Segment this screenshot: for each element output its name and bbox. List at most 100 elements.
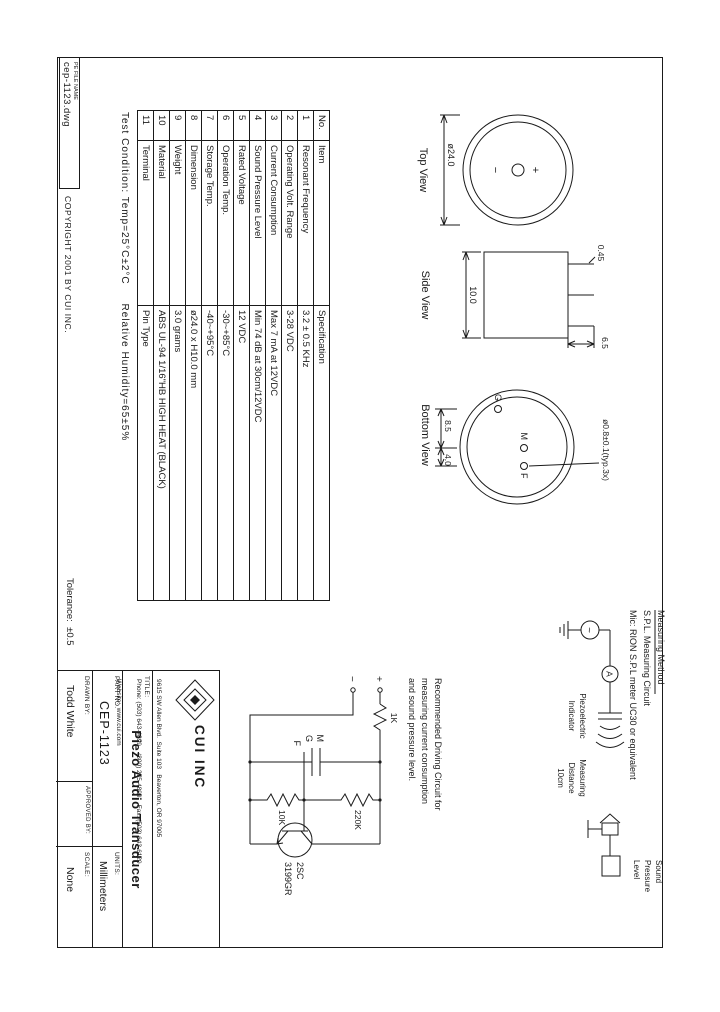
spec-cell: Max 7 mA at 12VDC — [265, 305, 282, 601]
measuring-method-block: Measuring Method S.P.L. Measuring Circui… — [556, 610, 666, 893]
dimension-label-b: 4.0 — [443, 454, 453, 466]
measuring-title: Measuring Method — [656, 610, 666, 685]
microphone-icon — [587, 813, 621, 838]
partno-units-row: PART NO. CEP-1123 UNITS: Millimeters — [93, 671, 123, 949]
driving-note-1: Recommended Driving Circuit for — [433, 678, 443, 811]
piezo-label-2: Indicator — [567, 701, 576, 732]
file-name-box: PE FILE NAME cep-1123.dwg — [59, 57, 80, 189]
transistor-icon — [250, 822, 380, 858]
pin-label-f: F — [519, 473, 529, 479]
item-cell: Operation Temp. — [217, 140, 234, 306]
spec-cell: ABS UL-94 1/16"HB HIGH HEAT (BLACK) — [153, 305, 170, 601]
units-cell: UNITS: Millimeters — [93, 846, 122, 949]
no-cell: 9 — [169, 110, 186, 141]
top-view-drawing: + − ø24.0 Top View — [417, 114, 574, 226]
height-dimension: 10.0 — [462, 251, 481, 339]
spec-cell: Pin Type — [137, 305, 154, 601]
polarity-minus: − — [489, 167, 501, 173]
no-cell: 3 — [265, 110, 282, 141]
no-cell: 10 — [153, 110, 170, 141]
part-no-value: CEP-1123 — [97, 701, 111, 766]
item-cell: Dimension — [185, 140, 202, 306]
supply-plus-label: + — [373, 676, 384, 682]
company-name: CUI INC — [192, 725, 207, 790]
item-cell: Storage Temp. — [201, 140, 218, 306]
title-row: TITLE: Piezo Audio Transducer — [123, 671, 153, 948]
spec-cell: ø24.0 x H10.0 mm — [185, 305, 202, 601]
file-name: cep-1123.dwg — [61, 62, 72, 127]
resistor-1k-icon — [372, 703, 388, 732]
transistor-label-1: 2SC — [295, 862, 305, 880]
pin-m-icon — [520, 444, 528, 452]
resistor-220k-icon — [304, 792, 380, 808]
address-line: 9615 SW Allen Blvd. Suite 103 Beaverton,… — [155, 679, 163, 838]
pin-g-icon — [494, 405, 502, 413]
drive-pin-label-f: F — [292, 741, 302, 747]
resistor-1k-label: 1K — [389, 713, 399, 724]
minus-terminal-icon — [350, 687, 356, 693]
spl-meter-icon — [601, 855, 621, 877]
no-cell: 7 — [201, 110, 218, 141]
approved-by-cell: APPROVED BY: — [56, 781, 92, 846]
resistor-10k-label: 10K — [277, 810, 287, 825]
bottom-view-label: Bottom View — [419, 404, 431, 466]
scale-label: SCALE: — [83, 852, 90, 877]
pin-label-m: M — [519, 433, 529, 441]
pin-spacing-dimensions: 8.5 4.0 — [435, 408, 457, 467]
drawing-title: Piezo Audio Transducer — [129, 730, 144, 889]
title-label: TITLE: — [143, 676, 150, 698]
pin-label-g: G — [493, 394, 503, 401]
header-spec: Specification — [313, 305, 330, 601]
item-cell: Operating Volt. Range — [281, 140, 298, 306]
distance-label-1: Measuring — [578, 759, 587, 796]
oscillator-icon: ~ — [580, 620, 600, 640]
driving-note-3: and sound pressure level. — [407, 678, 417, 781]
bottom-view-drawing: M F G ø0.8±0.1(typ.3x) 8.5 4.0 Bottom Vi… — [419, 389, 611, 505]
drawn-by-label: DRAWN BY: — [83, 676, 90, 715]
polarity-plus: + — [529, 167, 541, 173]
side-view-label: Side View — [419, 271, 431, 320]
spec-cell: Min 74 dB at 30cm/12VDC — [249, 305, 266, 601]
ammeter-icon: A — [601, 665, 619, 683]
item-cell: Terminal — [137, 140, 154, 306]
drive-pin-label-m: M — [315, 735, 325, 743]
resistor-10k-icon — [250, 792, 304, 808]
driving-circuit-block: Recommended Driving Circuit for measurin… — [248, 676, 443, 896]
no-cell: 8 — [185, 110, 202, 141]
transistor-label-2: 3199GR — [283, 862, 293, 896]
copyright-note: COPYRIGHT 2001 BY CUI INC. — [63, 196, 73, 334]
dimension-label-pin-length: 6.5 — [600, 337, 610, 349]
drawn-by-value: Todd White — [64, 685, 76, 738]
dimension-label-a: 8.5 — [443, 420, 453, 432]
drawn-by-cell: DRAWN BY: Todd White — [56, 671, 92, 781]
no-cell: 5 — [233, 110, 250, 141]
resistor-220k-label: 220K — [353, 810, 363, 830]
spec-cell: 3.2 ± 0.5 KHz — [297, 305, 314, 601]
piezo-indicator-icon — [595, 712, 625, 748]
item-cell: Resonant Frequency — [297, 140, 314, 306]
file-name-label: PE FILE NAME — [72, 62, 78, 100]
spec-header-row: No. Item Specification — [313, 110, 330, 601]
units-label: UNITS: — [113, 852, 120, 876]
top-view-label: Top View — [417, 148, 429, 192]
spec-cell: -40~+95°C — [201, 305, 218, 601]
spl-label-1: Sound — [654, 860, 663, 883]
sound-hole-icon — [511, 163, 525, 177]
units-value: Millimeters — [97, 861, 109, 912]
item-cell: Material — [153, 140, 170, 306]
part-no-cell: PART NO. CEP-1123 — [93, 671, 122, 846]
item-cell: Current Consumption — [265, 140, 282, 306]
